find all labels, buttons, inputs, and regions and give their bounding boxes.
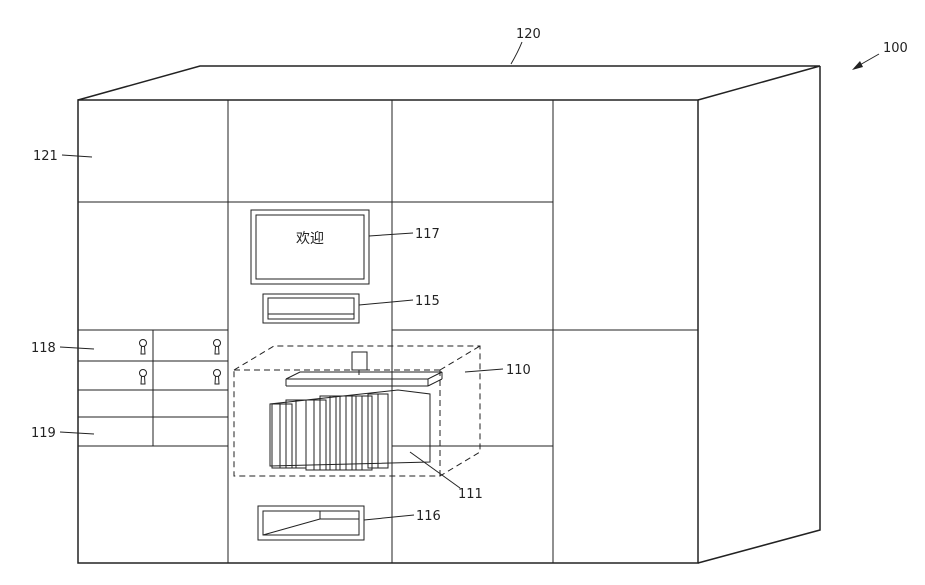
- label-111: 111: [458, 487, 483, 502]
- display-screen: 欢迎: [251, 210, 369, 284]
- reference-labels: 120 100 121 117 115 118 119 110 111 116: [31, 27, 908, 524]
- arrow-icon: [852, 61, 863, 70]
- cabinet-side-face: [698, 66, 820, 563]
- keyhole-lock-icon: [214, 370, 221, 385]
- label-116: 116: [416, 509, 441, 524]
- tray: [270, 390, 430, 466]
- cabinet-top-face: [78, 66, 820, 100]
- keyhole-locks: [140, 340, 221, 385]
- screen-welcome-text: 欢迎: [296, 231, 324, 247]
- label-118: 118: [31, 341, 56, 356]
- label-110: 110: [506, 363, 531, 378]
- top-platform: [286, 372, 442, 379]
- cabinet-front-face: [78, 100, 698, 563]
- card-slot: [263, 294, 359, 323]
- column-dividers: [228, 100, 553, 563]
- sensor: [352, 352, 367, 370]
- stacked-items: [272, 394, 388, 470]
- keyhole-lock-icon: [140, 340, 147, 355]
- label-117: 117: [415, 227, 440, 242]
- keyhole-lock-icon: [140, 370, 147, 385]
- label-115: 115: [415, 294, 440, 309]
- label-121: 121: [33, 149, 58, 164]
- storage-unit: [234, 346, 480, 476]
- outlet-slot: [258, 506, 364, 540]
- cabinet-body: [78, 66, 820, 563]
- label-100: 100: [883, 41, 908, 56]
- label-119: 119: [31, 426, 56, 441]
- label-120: 120: [516, 27, 541, 42]
- keyhole-lock-icon: [214, 340, 221, 355]
- leader-lines: [60, 42, 879, 520]
